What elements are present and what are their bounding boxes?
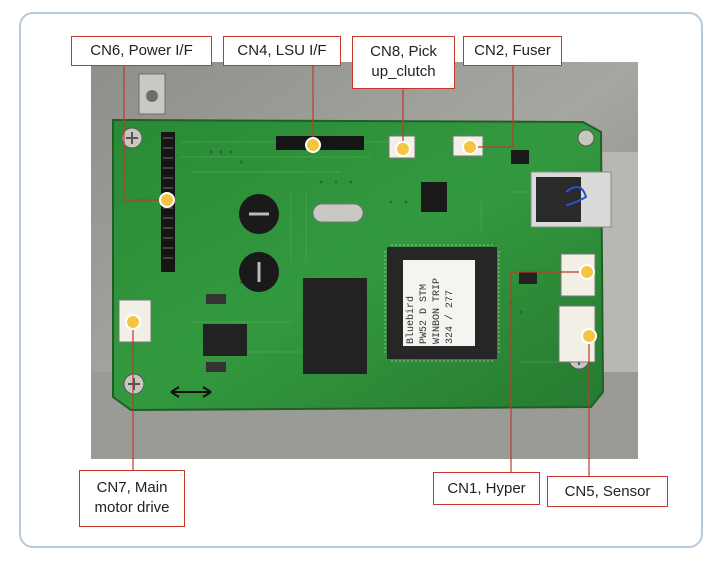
- chip-label-line-2: PW52 D STM: [419, 284, 430, 344]
- chip-label-line-1: Bluebird: [405, 296, 417, 344]
- callout-cn5: CN5, Sensor: [547, 476, 668, 507]
- callout-cn7-line-2: motor drive: [94, 499, 170, 516]
- pcb-photo: Bluebird PW52 D STM WINBON TRIP 324 / 27…: [91, 62, 638, 459]
- callout-cn1: CN1, Hyper: [433, 472, 540, 505]
- callout-cn4-text: CN4, LSU I/F: [237, 42, 327, 59]
- callout-cn8: CN8, Pick up_clutch: [352, 36, 455, 89]
- callout-cn8-line-1: CN8, Pick: [370, 43, 437, 60]
- callout-cn7-line-1: CN7, Main: [96, 479, 168, 496]
- callout-cn6: CN6, Power I/F: [71, 36, 212, 66]
- callout-cn1-text: CN1, Hyper: [447, 480, 526, 497]
- callout-cn7: CN7, Main motor drive: [79, 470, 185, 527]
- callout-cn2-text: CN2, Fuser: [474, 42, 551, 59]
- pcb-illustration: Bluebird PW52 D STM WINBON TRIP 324 / 27…: [91, 62, 638, 459]
- callout-cn6-text: CN6, Power I/F: [90, 42, 193, 59]
- chip-label-line-4: 324 / 277: [444, 290, 456, 344]
- callout-cn5-text: CN5, Sensor: [564, 483, 651, 500]
- callout-cn4: CN4, LSU I/F: [223, 36, 341, 66]
- callout-cn2: CN2, Fuser: [463, 36, 562, 66]
- chip-label-line-3: WINBON TRIP: [432, 278, 443, 344]
- callout-cn8-line-2: up_clutch: [371, 63, 436, 80]
